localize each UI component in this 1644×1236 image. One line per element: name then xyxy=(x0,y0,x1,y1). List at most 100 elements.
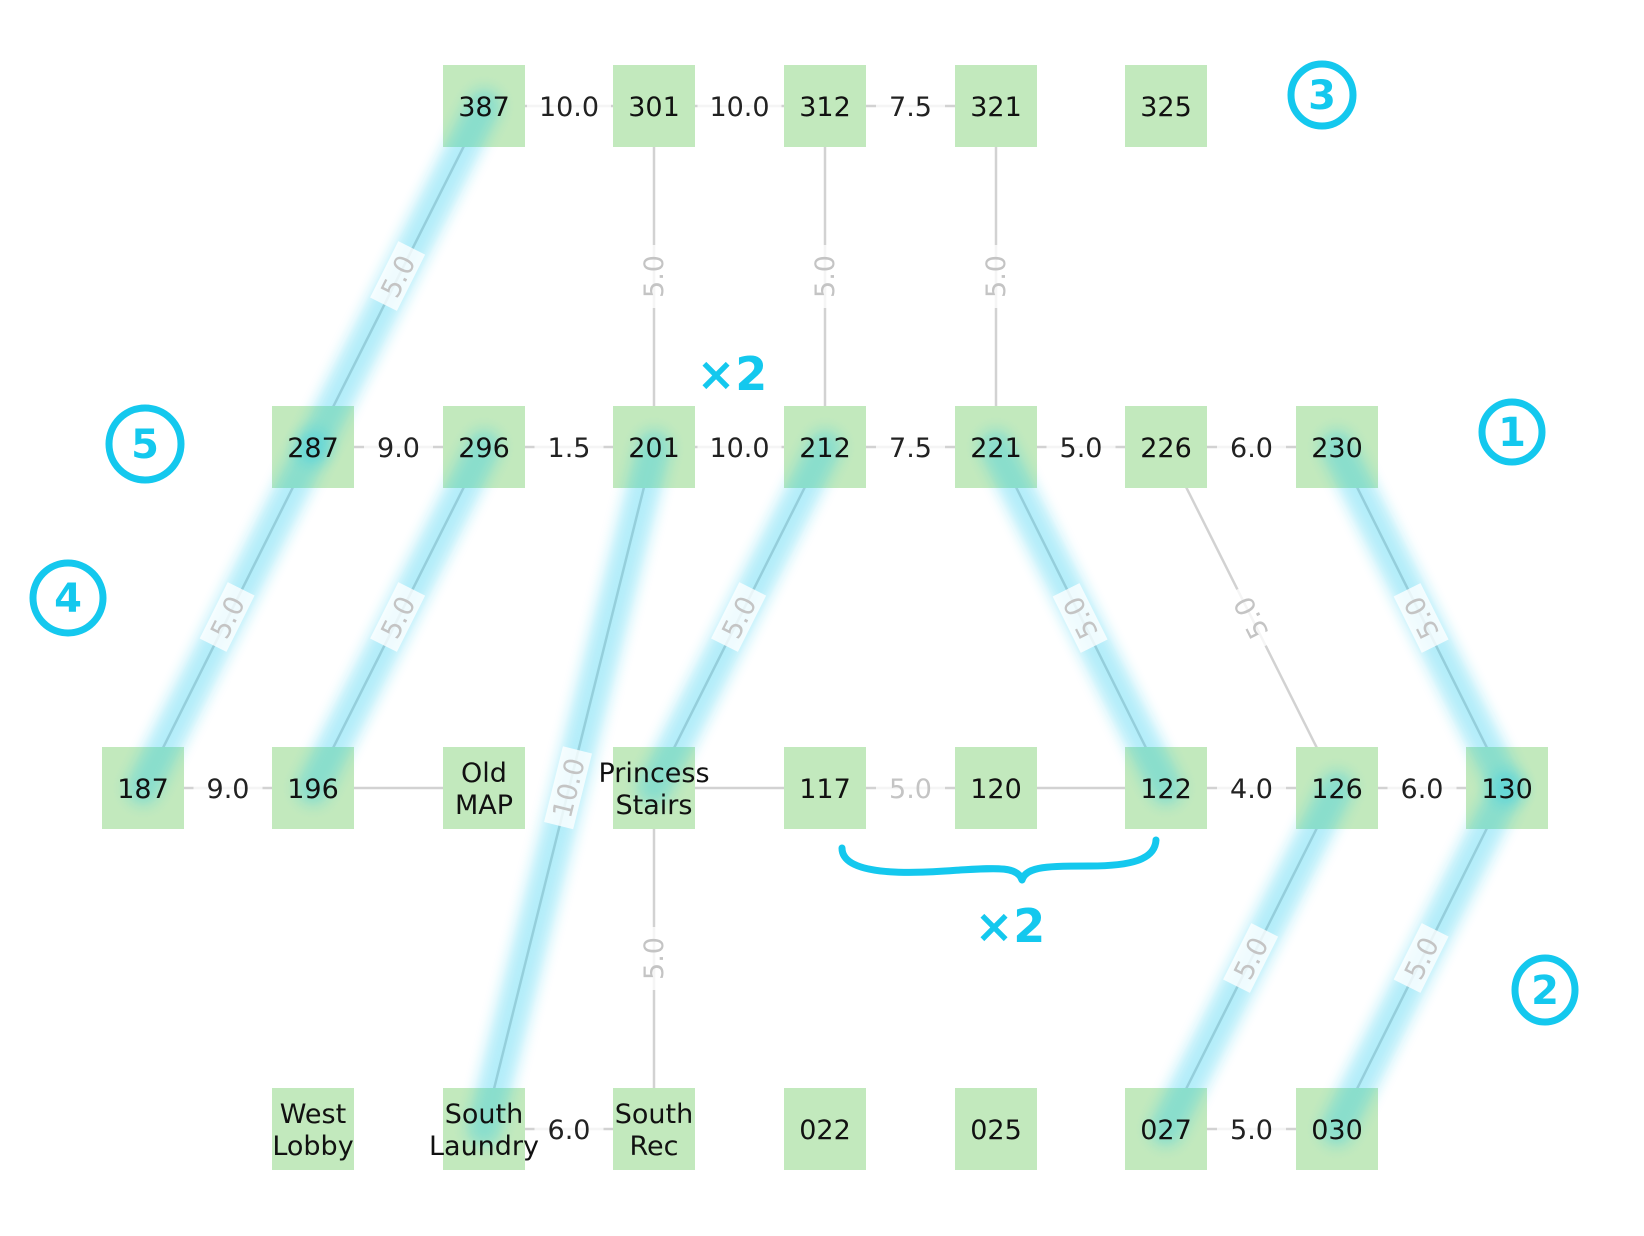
edge-label-027-030-bg xyxy=(1217,1113,1286,1145)
edge-label-287-296-bg xyxy=(364,431,433,463)
edge-label-312-321-bg xyxy=(876,90,945,122)
edge-label-287-296: 9.0 xyxy=(377,433,420,464)
edge-label-312-212: 5.0 xyxy=(810,255,841,298)
room-label-025: 025 xyxy=(970,1115,1022,1146)
annotation-circle-2 xyxy=(1511,954,1579,1026)
room-label-line: Rec xyxy=(629,1131,678,1162)
edge-label-301-201: 5.0 xyxy=(639,255,670,298)
edge-label-301-312-bg xyxy=(697,90,782,122)
edge-label-321-221-bg xyxy=(980,245,1010,308)
annotation-number-2: 2 xyxy=(1531,968,1559,1014)
edge-label-princess-southrec-bg xyxy=(638,927,668,990)
edge-label-230-130-bg xyxy=(1393,583,1449,653)
edge-label-212-princess-group: 5.0 xyxy=(711,582,767,652)
edge-label-212-princess-bg xyxy=(711,582,767,652)
edge-label-226-230-bg xyxy=(1217,431,1286,463)
room-label-line: South xyxy=(445,1099,523,1130)
edge-label-122-126: 4.0 xyxy=(1230,774,1273,805)
edge-label-387-301: 10.0 xyxy=(539,92,599,123)
room-label-line: Lobby xyxy=(272,1131,353,1162)
edge-label-130-030-bg xyxy=(1393,923,1449,993)
room-label-226: 226 xyxy=(1140,433,1192,464)
edge-label-187-196-bg xyxy=(193,772,263,804)
edge-label-321-221-group: 5.0 xyxy=(980,245,1012,308)
room-label-212: 212 xyxy=(799,433,851,464)
edge-label-201-southlaundry: 10.0 xyxy=(547,755,592,821)
edge-weight-labels: 10.0 10.0 7.5 5.0 5.0 5.0 5.0 9.0 1.5 10.0 7.5 5.0 6… xyxy=(193,90,1457,1146)
annotation-circle-3 xyxy=(1287,60,1357,130)
edge-label-296-196-group: 5.0 xyxy=(370,582,426,652)
edge-label-387-301-bg xyxy=(527,90,611,122)
annotation-number-3: 3 xyxy=(1308,73,1336,119)
room-label-022: 022 xyxy=(799,1115,851,1146)
room-label-196: 196 xyxy=(287,774,339,805)
edge-label-226-126-group: 5.0 xyxy=(1223,583,1279,653)
edge-label-126-027-bg xyxy=(1223,923,1279,993)
edge-label-312-212-group: 5.0 xyxy=(809,245,841,308)
room-label-117: 117 xyxy=(799,774,851,805)
edge-label-301-201-bg xyxy=(638,245,668,308)
edge-label-221-226-bg xyxy=(1046,431,1116,463)
room-label-line: South xyxy=(615,1099,693,1130)
annotation-number-1: 1 xyxy=(1498,410,1526,456)
room-node-120 xyxy=(955,747,1037,829)
room-node-025 xyxy=(955,1088,1037,1170)
edge-label-212-221: 7.5 xyxy=(889,433,932,464)
edge-label-201-212-bg xyxy=(697,431,782,463)
edge-label-117-120-bg xyxy=(876,772,945,804)
room-label-line: Old xyxy=(461,758,507,789)
edge-label-212-221-bg xyxy=(876,431,945,463)
edge-label-126-130: 6.0 xyxy=(1401,774,1444,805)
room-node-oldmap xyxy=(443,747,525,829)
room-label-120: 120 xyxy=(970,774,1022,805)
edge-label-princess-southrec: 5.0 xyxy=(639,937,670,980)
room-label-301: 301 xyxy=(628,92,680,123)
edge-label-312-321: 7.5 xyxy=(889,92,932,123)
edge-label-122-126-bg xyxy=(1217,772,1286,804)
room-node-westlobby xyxy=(272,1088,354,1170)
edge-label-126-130-bg xyxy=(1387,772,1457,804)
edge-label-296-196-bg xyxy=(370,582,426,652)
room-label-312: 312 xyxy=(799,92,851,123)
room-label-187: 187 xyxy=(117,774,169,805)
room-label-130: 130 xyxy=(1481,774,1533,805)
room-label-027: 027 xyxy=(1140,1115,1192,1146)
edge-label-296-201: 1.5 xyxy=(548,433,591,464)
room-label-line: Stairs xyxy=(616,790,693,821)
room-node-325 xyxy=(1125,65,1207,147)
room-label-line: Princess xyxy=(598,758,709,789)
edge-label-130-030-group: 5.0 xyxy=(1393,923,1449,993)
room-label-line: West xyxy=(280,1099,346,1130)
edge-label-321-221: 5.0 xyxy=(981,255,1012,298)
edge-label-201-southlaundry-bg xyxy=(544,746,593,830)
annotation-multiplier-1: ×2 xyxy=(697,347,768,401)
room-label-387: 387 xyxy=(458,92,510,123)
annotation-multiplier-2: ×2 xyxy=(975,899,1046,953)
edge-label-226-126-bg xyxy=(1223,583,1279,653)
edge-label-187-196: 9.0 xyxy=(207,774,250,805)
annotation-circle-5 xyxy=(105,404,185,484)
edge-label-126-027-group: 5.0 xyxy=(1223,923,1279,993)
room-label-030: 030 xyxy=(1311,1115,1363,1146)
annotation-brace xyxy=(838,836,1160,884)
edge-label-221-226: 5.0 xyxy=(1060,433,1103,464)
edge-label-226-230: 6.0 xyxy=(1230,433,1273,464)
edge-label-312-212-bg xyxy=(809,245,839,308)
room-label-122: 122 xyxy=(1140,774,1192,805)
edge-label-301-312: 10.0 xyxy=(709,92,769,123)
annotation-number-5: 5 xyxy=(131,422,159,468)
edge-label-221-122-bg xyxy=(1052,583,1108,653)
room-label-230: 230 xyxy=(1311,433,1363,464)
edge-label-southlaundry-southrec: 6.0 xyxy=(548,1115,591,1146)
room-label-221: 221 xyxy=(970,433,1022,464)
room-node-022 xyxy=(784,1088,866,1170)
annotation-circle-4 xyxy=(29,559,107,637)
edge-label-southlaundry-southrec-bg xyxy=(534,1113,604,1145)
